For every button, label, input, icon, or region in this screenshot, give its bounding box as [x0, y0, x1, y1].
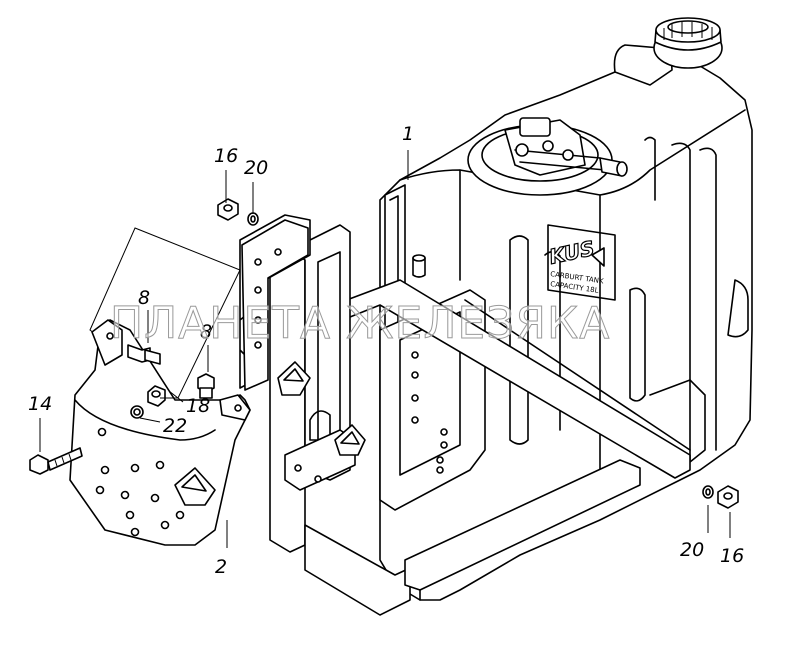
bolt-8-upper — [127, 344, 161, 365]
callout-8-upper: 8 — [138, 287, 150, 309]
callout-14: 14 — [28, 393, 52, 415]
nut-16-lower — [717, 485, 739, 509]
watermark-text: ПЛАНЕТА ЖЕЛЕЗЯКА — [110, 298, 610, 349]
callout-2: 2 — [215, 556, 227, 578]
lower-bracket — [69, 227, 251, 546]
nut-16-upper — [217, 198, 239, 221]
callout-8-lower: 8 — [200, 321, 212, 343]
callout-numbers: 1 2 8 8 14 16 16 18 20 20 22 — [28, 123, 744, 578]
callout-16-upper: 16 — [214, 145, 238, 167]
bolt-14 — [29, 447, 83, 475]
tank-support-frame — [269, 184, 691, 616]
callout-1: 1 — [402, 123, 414, 145]
washer-20-upper — [247, 212, 259, 226]
bolt-8-lower — [197, 373, 215, 399]
callout-18: 18 — [186, 395, 210, 417]
callout-22: 22 — [163, 415, 187, 437]
nut-18 — [147, 385, 166, 407]
leader-lines — [39, 150, 731, 548]
callout-20-upper: 20 — [244, 157, 268, 179]
callout-16-lower: 16 — [720, 545, 744, 567]
washer-22 — [130, 405, 144, 419]
mounting-bracket-upper — [239, 214, 311, 391]
washer-20-lower — [702, 485, 714, 499]
callout-20-lower: 20 — [680, 539, 704, 561]
